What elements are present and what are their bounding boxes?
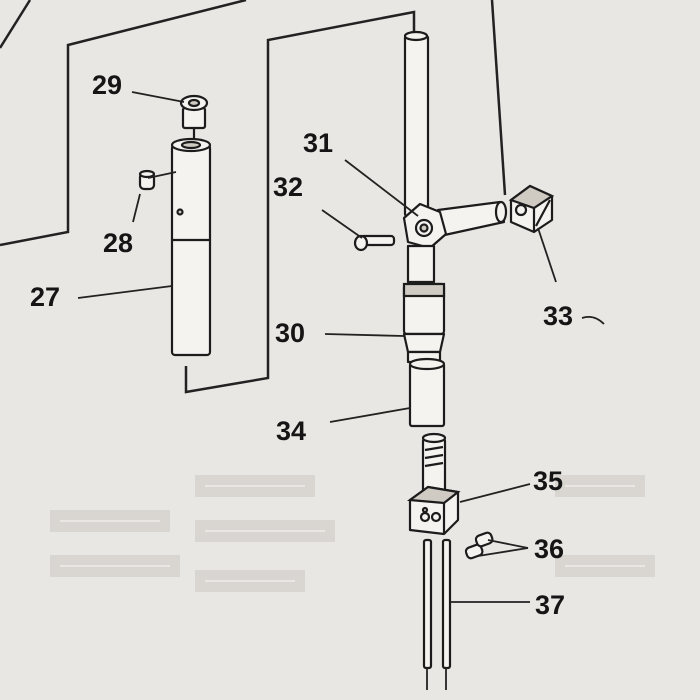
part-37-needles — [422, 538, 452, 690]
callout-32: 32 — [273, 172, 303, 202]
part-29-screw — [179, 94, 209, 138]
part-31-upper-shaft — [403, 30, 430, 218]
part-35-clamp-block — [406, 485, 461, 536]
part-threaded-pin — [421, 432, 447, 498]
part-33-block — [508, 184, 555, 234]
callout-30: 30 — [275, 318, 305, 348]
callout-28: 28 — [103, 228, 133, 258]
part-33-side-arm — [436, 200, 508, 238]
part-30-sleeve — [402, 282, 446, 364]
part-34-bar — [408, 357, 446, 428]
callout-labels: 29 28 27 31 32 33 30 34 35 36 37 — [30, 70, 573, 620]
callout-35: 35 — [533, 466, 563, 496]
part-31-lower-shaft — [406, 244, 436, 284]
part-31-collar — [402, 202, 448, 250]
part-36-screws — [464, 531, 494, 560]
callout-33: 33 — [543, 301, 573, 331]
part-28-set-screw — [138, 169, 156, 191]
callout-31: 31 — [303, 128, 333, 158]
part-32-screw — [353, 234, 396, 252]
bleed-through-text — [50, 475, 655, 592]
callout-37: 37 — [535, 590, 565, 620]
callout-34: 34 — [276, 416, 306, 446]
leader-lines — [77, 91, 605, 603]
callout-29: 29 — [92, 70, 122, 100]
callout-36: 36 — [534, 534, 564, 564]
frame-lines — [0, 0, 507, 394]
callout-27: 27 — [30, 282, 60, 312]
part-27-sleeve — [170, 137, 212, 357]
